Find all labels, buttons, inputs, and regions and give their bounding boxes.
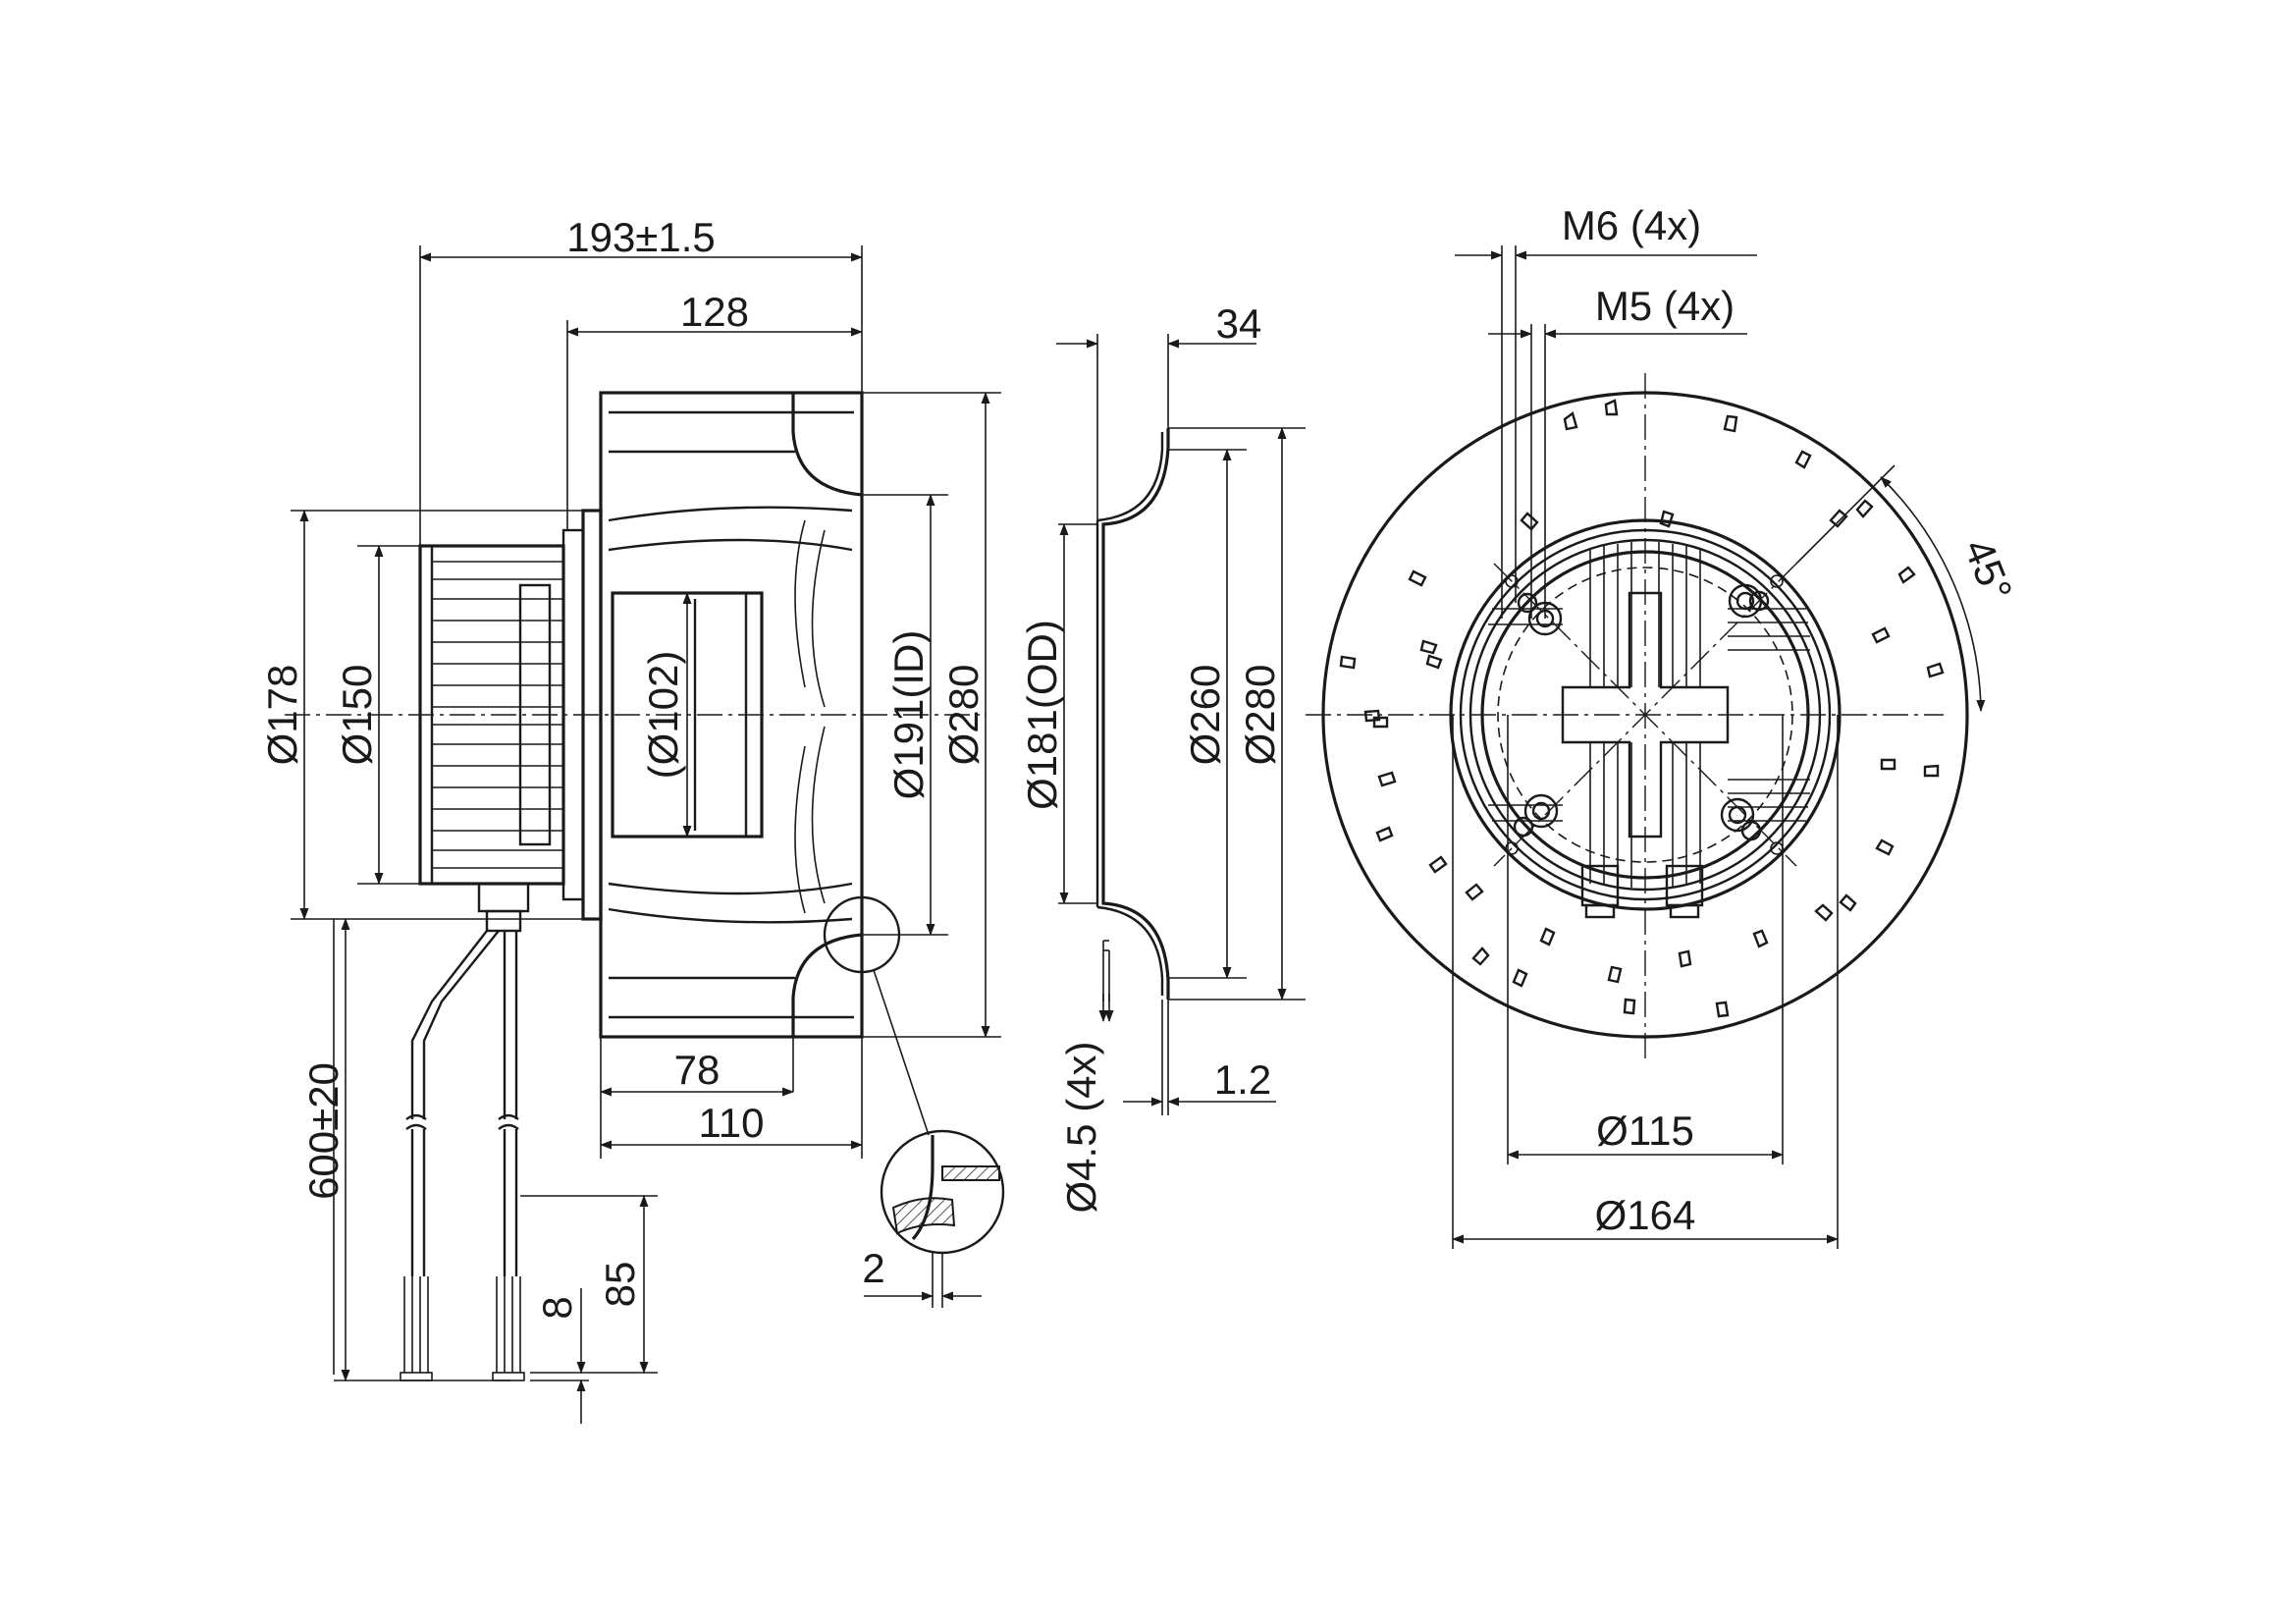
dim-thread-m6: M6 (4x) [1562, 202, 1701, 248]
dim-dia-181-od: Ø181(OD) [1019, 620, 1065, 810]
dim-dia-164: Ø164 [1595, 1192, 1696, 1238]
dim-dia-102: (Ø102) [640, 651, 686, 780]
inlet-ring-outer [1449, 518, 1842, 911]
side-dimension-lines [299, 252, 990, 1424]
impeller-outer-circle [1321, 391, 1969, 1039]
cables [400, 930, 525, 1381]
motor-flange [1480, 550, 1810, 880]
dim-dia-150: Ø150 [334, 665, 380, 766]
cross-rib [1561, 591, 1730, 839]
dim-holes-4x: Ø4.5 (4x) [1058, 1041, 1104, 1213]
side-extension-lines [291, 245, 1001, 1381]
dim-strip-85: 85 [597, 1262, 643, 1308]
inlet-ring-view: 34 Ø181(OD) Ø260 Ø280 Ø4.5 (4x) 1.2 [1019, 300, 1306, 1214]
dim-dia-191-id: Ø191(ID) [885, 630, 932, 800]
dim-dia-280-ring: Ø280 [1237, 665, 1283, 766]
dim-width-78: 78 [674, 1047, 721, 1093]
inlet-dimension-lines [1056, 339, 1287, 1107]
motor-fins [418, 544, 565, 933]
dim-dia-178: Ø178 [259, 665, 305, 766]
dim-impeller-length: 128 [680, 289, 749, 335]
front-extension-lines [1452, 245, 1839, 1249]
dim-dia-260: Ø260 [1182, 665, 1228, 766]
dim-width-110: 110 [699, 1100, 765, 1146]
mounting-holes [1505, 574, 1784, 855]
front-dimension-lines [1452, 250, 1839, 1244]
dim-overall-length: 193±1.5 [566, 214, 716, 260]
dim-strip-8: 8 [534, 1296, 580, 1319]
motor-ribs [1488, 542, 1810, 888]
dim-dia-115: Ø115 [1596, 1108, 1694, 1154]
dim-angle-45: 45° [1955, 532, 2021, 607]
dim-thickness-1-2: 1.2 [1214, 1056, 1271, 1103]
dim-dia-280-side: Ø280 [940, 665, 987, 766]
side-view: 193±1.5 128 78 110 Ø178 Ø150 (Ø102) Ø191… [259, 214, 1005, 1424]
detail-callout [823, 895, 1005, 1255]
dim-depth-34: 34 [1216, 300, 1262, 347]
dim-thread-m5: M5 (4x) [1595, 283, 1735, 329]
dim-cable-length: 600±20 [300, 1062, 347, 1200]
front-view: M6 (4x) M5 (4x) 45° Ø115 Ø164 [1306, 202, 2021, 1249]
blade-slots [1339, 399, 1945, 1018]
dim-detail-2: 2 [862, 1245, 884, 1291]
